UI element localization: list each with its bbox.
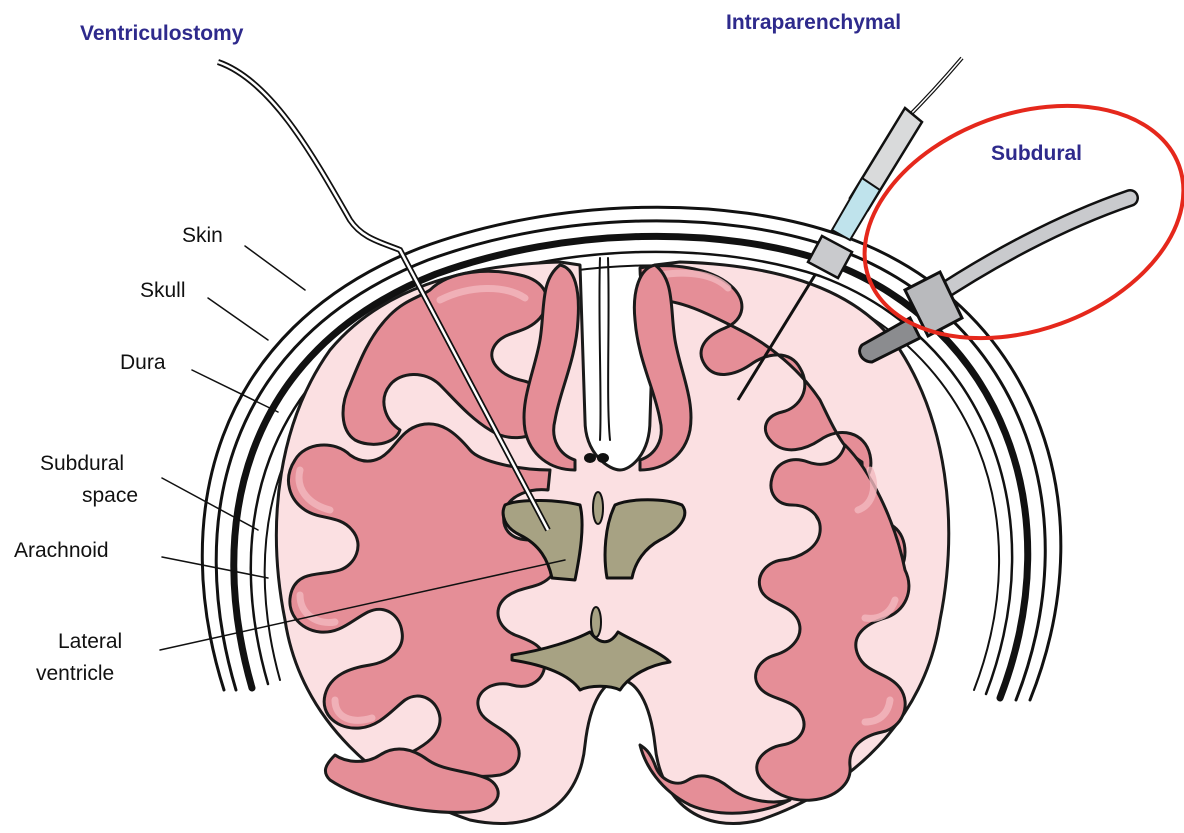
skin-leader [245,246,305,290]
lateral-ventricle-label-line1: Lateral [58,630,122,653]
skull-leader [208,298,268,340]
intraparenchymal-label: Intraparenchymal [726,11,901,34]
skin-label: Skin [182,224,223,247]
septal-dot-left [584,453,596,463]
lateral-ventricle-label-line2: ventricle [36,662,114,685]
third-ventricle [591,607,601,637]
skull-label: Skull [140,279,186,302]
septal-dot-right [597,453,609,463]
probe-fluid [832,178,880,240]
subdural-space-label-line1: Subdural [40,452,124,475]
subdural-label: Subdural [991,142,1082,165]
septum-pellucidum [593,492,603,524]
ventriculostomy-label: Ventriculostomy [80,22,244,45]
subdural-space-label-line2: space [82,484,138,507]
dura-label: Dura [120,351,166,374]
falx [599,258,610,440]
arachnoid-label: Arachnoid [14,539,109,562]
